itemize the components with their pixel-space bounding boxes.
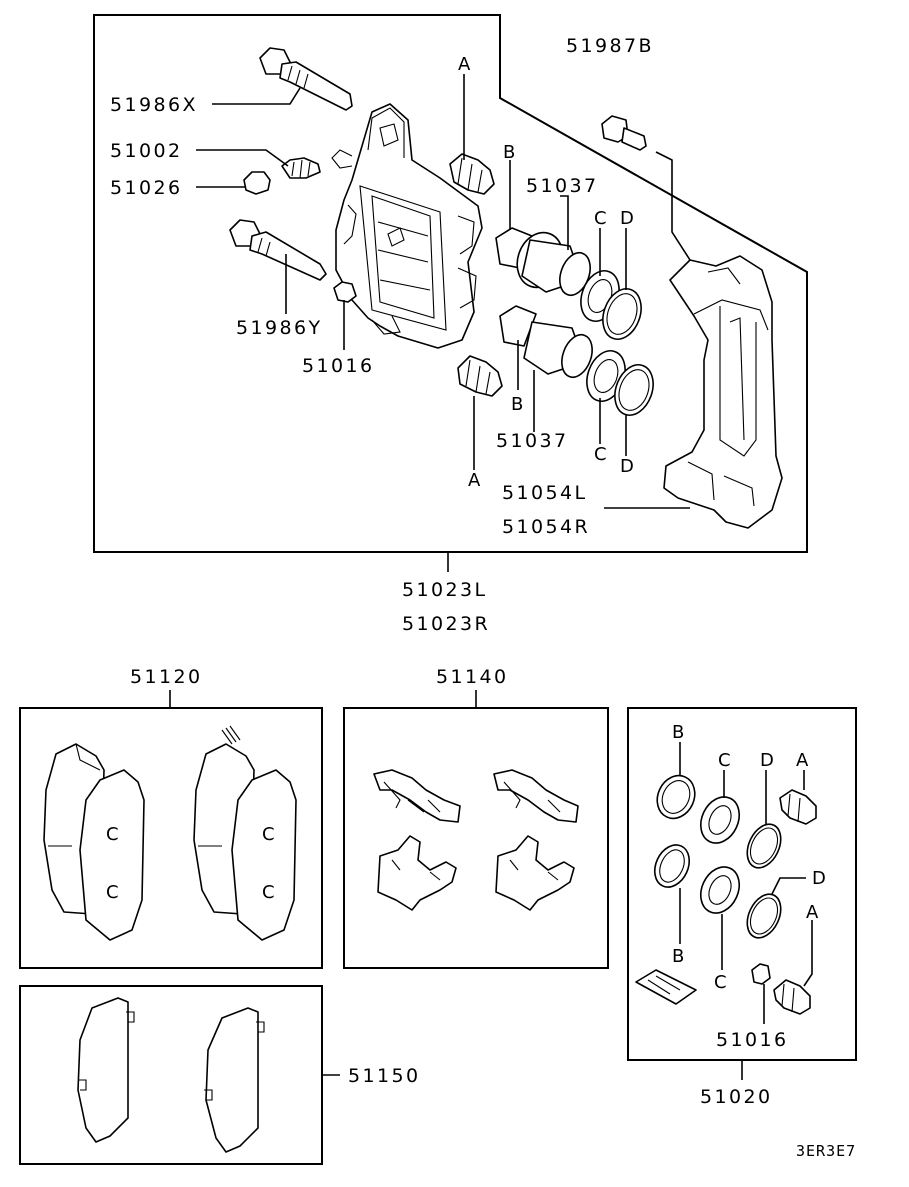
bleeder-cap — [243, 171, 271, 195]
label-piston-upper: 51037 — [526, 175, 598, 197]
brake-pad-right: C C — [193, 725, 297, 941]
label-seal-c-lower: C — [594, 444, 607, 465]
pad-clip-lower-right — [495, 835, 575, 911]
label-seal-c-upper: C — [594, 208, 607, 229]
brake-pad-left: C C — [43, 743, 145, 941]
piston-set-upper — [495, 227, 642, 340]
pad-clip-upper-right — [493, 769, 579, 823]
label-ring-d-upper: D — [620, 208, 634, 229]
piston-set-lower — [499, 305, 654, 416]
pads-frame — [19, 707, 323, 969]
caliper-housing — [331, 103, 483, 349]
guide-sleeve — [333, 281, 357, 303]
label-kit-b-bottom: B — [672, 946, 684, 967]
diagram-code: 3ER3E7 — [796, 1142, 856, 1160]
svg-text:C: C — [106, 824, 119, 845]
label-pads: 51120 — [130, 666, 202, 688]
boot-lower — [457, 355, 503, 397]
label-support-left: 51054L — [502, 482, 587, 504]
label-ring-b-lower: B — [511, 394, 523, 415]
clips-frame — [343, 707, 609, 969]
label-caliper-bolt-upper: 51986X — [110, 94, 198, 116]
svg-text:C: C — [262, 882, 275, 903]
label-ring-d-lower: D — [620, 456, 634, 477]
anti-squeal-shim-right — [204, 1007, 265, 1153]
caliper-assembly-frame — [93, 14, 808, 553]
anti-squeal-shim-left — [77, 997, 135, 1143]
label-kit-b-top: B — [672, 722, 684, 743]
caliper-support-bracket — [663, 255, 783, 529]
pad-clip-lower-left — [377, 835, 457, 911]
label-kit-a-bottom: A — [806, 902, 819, 923]
bracket-bolt — [601, 115, 647, 151]
label-bleeder-screw: 51002 — [110, 140, 182, 162]
caliper-bolt-upper — [259, 47, 353, 111]
label-kit-d-bottom: D — [812, 868, 826, 889]
label-bracket-bolt: 51987B — [566, 35, 654, 57]
shims-frame — [19, 985, 323, 1165]
pad-clip-upper-left — [373, 769, 461, 823]
label-seal-kit-sleeve: 51016 — [716, 1029, 788, 1051]
label-piston-lower: 51037 — [496, 430, 568, 452]
svg-text:C: C — [106, 882, 119, 903]
label-boot-lower: A — [468, 470, 481, 491]
caliper-leader-lines — [196, 74, 690, 572]
bleeder-screw — [281, 157, 321, 179]
boot-upper — [449, 153, 495, 195]
label-kit-c-bottom: C — [714, 972, 727, 993]
label-caliper-bolt-lower: 51986Y — [236, 317, 322, 339]
label-shims: 51150 — [348, 1065, 420, 1087]
seal-kit-leader-lines — [679, 742, 813, 1024]
label-boot-upper: A — [458, 54, 471, 75]
label-ring-b-upper: B — [503, 142, 515, 163]
label-clips: 51140 — [436, 666, 508, 688]
label-kit-d-top: D — [760, 750, 774, 771]
label-kit-a-top: A — [796, 750, 809, 771]
bolt-leader-line — [655, 151, 691, 261]
label-assembly-right: 51023R — [402, 613, 490, 635]
seal-kit-parts — [635, 774, 817, 1015]
svg-text:C: C — [262, 824, 275, 845]
label-sleeve: 51016 — [302, 355, 374, 377]
label-seal-kit: 51020 — [700, 1086, 772, 1108]
label-bleeder-cap: 51026 — [110, 177, 182, 199]
caliper-bolt-lower — [229, 219, 327, 281]
label-assembly-left: 51023L — [402, 579, 487, 601]
label-kit-c-top: C — [718, 750, 731, 771]
label-support-right: 51054R — [502, 516, 590, 538]
